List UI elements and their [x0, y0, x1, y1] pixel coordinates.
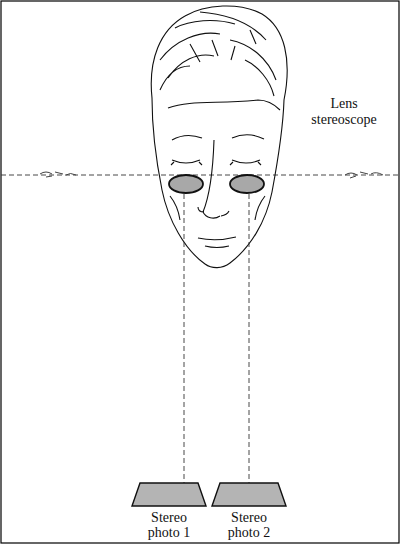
eye-level-line [1, 175, 399, 176]
sight-line-right [249, 194, 250, 486]
stereo-photo: Stereo photo 1 [128, 482, 210, 540]
stereo-photo: Stereo photo 2 [208, 482, 290, 540]
sight-line-left [184, 194, 185, 486]
photo-trapezoid [208, 482, 290, 508]
lens-right [230, 175, 264, 193]
photo-trapezoid [128, 482, 210, 508]
lens-left [169, 175, 203, 193]
part-label: Lens stereoscope [296, 96, 392, 128]
head-drawing [151, 6, 287, 268]
photo-label: Stereo photo 2 [217, 510, 281, 540]
photo-label: Stereo photo 1 [137, 510, 201, 540]
